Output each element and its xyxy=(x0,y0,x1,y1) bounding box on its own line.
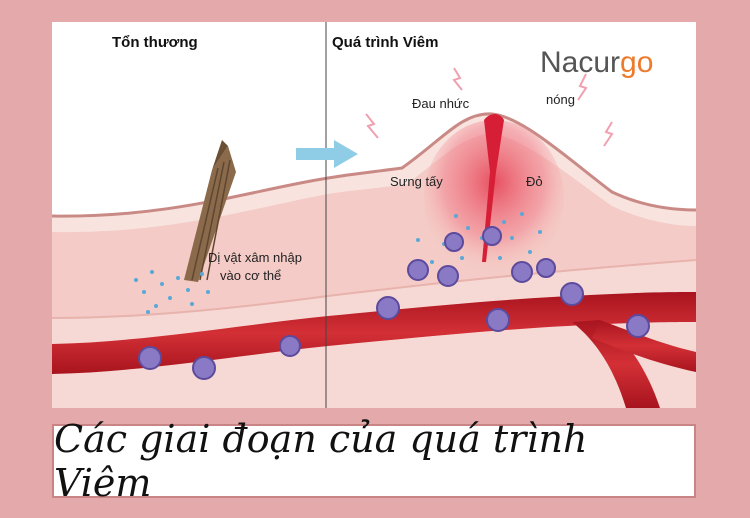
blood-vessel xyxy=(52,292,696,374)
arrow-icon xyxy=(296,140,358,168)
inflation-diagram xyxy=(52,22,696,408)
white-blood-cells xyxy=(138,226,650,380)
brand-part-1: Nacur xyxy=(540,46,621,79)
blood-vessel-branch-2 xyxy=(592,320,696,372)
blood-vessel-branch xyxy=(572,320,660,408)
diagram-panel: Tổn thương Quá trình Viêm Nacurgo Dị vật… xyxy=(52,22,696,408)
skin-surface xyxy=(52,112,696,218)
label-pain: Đau nhức xyxy=(412,96,470,111)
brand-logo: Nacurgo xyxy=(540,46,653,80)
caption-title: Các giai đoạn của quá trình Viêm xyxy=(54,417,588,505)
label-foreign-body-1: Dị vật xâm nhập xyxy=(208,250,302,265)
left-panel-title: Tổn thương xyxy=(112,34,198,51)
label-red: Đỏ xyxy=(526,174,543,189)
wound-opening xyxy=(482,114,504,262)
particles-left xyxy=(134,270,210,314)
brand-part-2: go xyxy=(620,46,654,79)
pain-spark-icons xyxy=(365,67,614,147)
label-swelling: Sưng tấy xyxy=(390,174,443,189)
label-hot: nóng xyxy=(546,92,575,107)
caption-box: Các giai đoạn của quá trình Viêm xyxy=(52,417,696,505)
splinter xyxy=(184,140,236,282)
right-panel-title: Quá trình Viêm xyxy=(332,34,439,51)
label-foreign-body-2: vào cơ thể xyxy=(220,268,282,283)
